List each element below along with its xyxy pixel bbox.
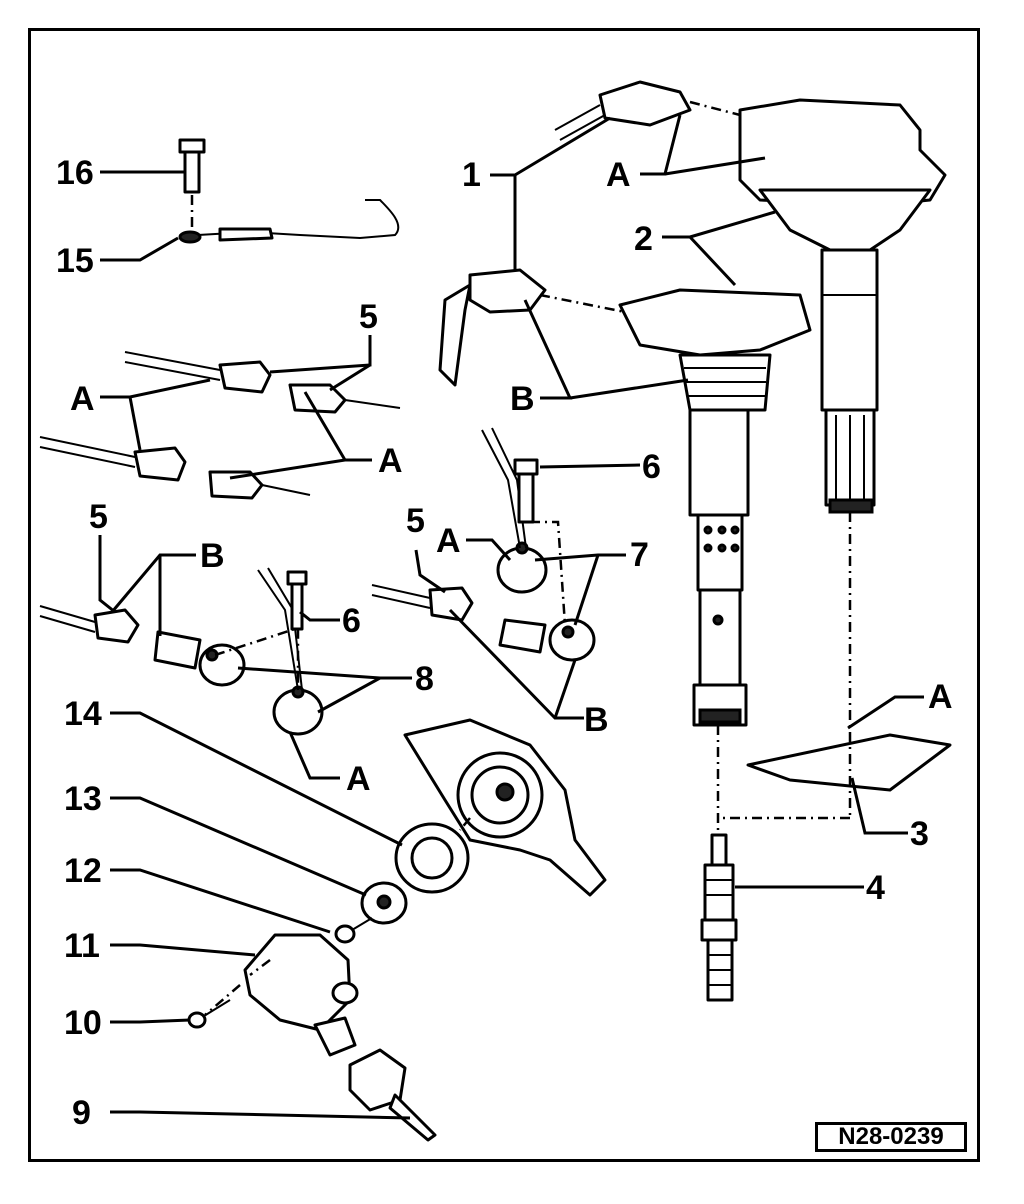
rotor-13	[360, 881, 408, 925]
callout-6-left: 6	[342, 602, 361, 640]
callout-b-right: B	[584, 701, 609, 739]
bolt-16	[178, 138, 206, 194]
knock-sensor-7b	[498, 618, 596, 662]
callout-b-left: B	[200, 537, 225, 575]
callout-9: 9	[72, 1094, 91, 1132]
callout-5-top: 5	[359, 298, 378, 336]
callout-a-shield: A	[928, 678, 953, 716]
ground-wire	[178, 199, 400, 244]
callout-a-sensor: A	[436, 522, 461, 560]
callout-8: 8	[415, 660, 434, 698]
callout-5-mid: 5	[406, 502, 425, 540]
callout-13: 13	[64, 780, 102, 818]
assembly-lines	[190, 100, 852, 1016]
hall-sender-11	[243, 933, 359, 1057]
spark-plug	[700, 833, 738, 1002]
knock-sensor-connector-a	[39, 605, 140, 644]
callout-labels: 1 2 3 4 5 5 5 6 6 7 8 9 10 11 12 13 14 1…	[56, 154, 953, 1132]
knock-sensor-8b	[257, 567, 324, 736]
callout-14: 14	[64, 695, 102, 733]
callout-11: 11	[64, 927, 100, 965]
callout-10: 10	[64, 1004, 102, 1042]
knock-sensor-7a	[481, 427, 548, 594]
callout-12: 12	[64, 852, 102, 890]
callout-a-left: A	[70, 380, 95, 418]
diagram-frame	[28, 28, 980, 1162]
bolt-6b	[286, 570, 308, 631]
callout-a-top: A	[606, 156, 631, 194]
callout-a-bottom: A	[346, 760, 371, 798]
callout-7: 7	[630, 536, 649, 574]
ignition-coil-lower	[618, 288, 812, 727]
callout-5-left: 5	[89, 498, 108, 536]
callout-15: 15	[56, 242, 94, 280]
callout-16: 16	[56, 154, 94, 192]
callout-b-coil: B	[510, 380, 535, 418]
connector-9	[348, 1048, 437, 1142]
reference-code-box: N28-0239	[815, 1122, 967, 1152]
wiring-connectors-left	[39, 351, 401, 500]
bolt-6a	[513, 458, 539, 524]
camshaft-housing	[403, 718, 607, 897]
bolt-10	[187, 999, 231, 1029]
callout-4: 4	[866, 869, 885, 907]
callout-a-mid: A	[378, 442, 403, 480]
ignition-coil-upper	[738, 98, 947, 514]
callout-2: 2	[634, 220, 653, 258]
coil-connector-lower	[438, 268, 547, 387]
callout-3: 3	[910, 815, 929, 853]
knock-sensor-8a	[153, 630, 246, 687]
seal-ring-14	[394, 822, 470, 894]
bolt-12	[334, 917, 373, 944]
knock-sensor-connector-b	[371, 584, 474, 622]
coil-connector-upper	[554, 80, 692, 141]
callout-6-right: 6	[642, 448, 661, 486]
callout-1: 1	[462, 156, 481, 194]
leader-lines	[98, 114, 924, 1120]
